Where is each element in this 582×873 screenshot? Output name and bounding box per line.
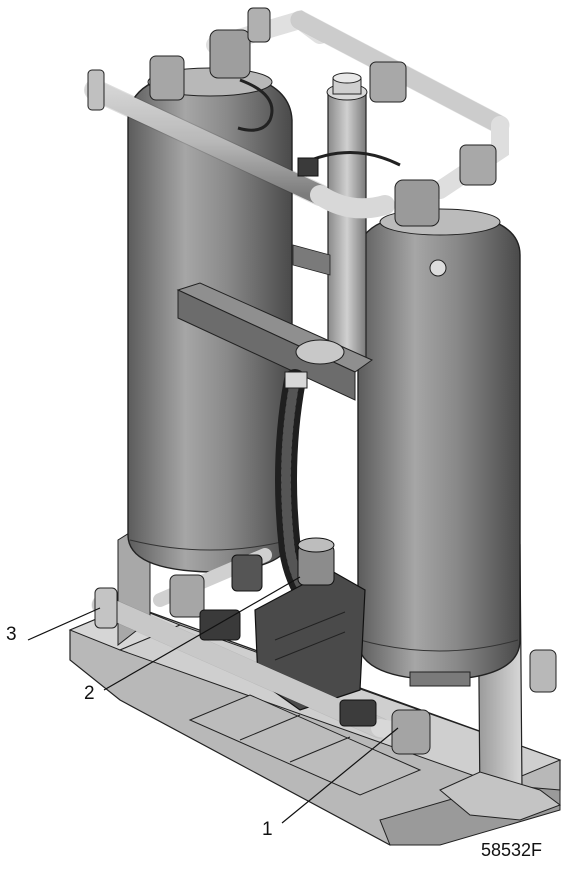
callout-leaders xyxy=(27,576,399,824)
callout-label-1: 1 xyxy=(262,819,273,840)
top-piping xyxy=(84,7,510,227)
bottom-piping xyxy=(91,548,557,755)
central-column xyxy=(326,72,368,361)
callout-label-3: 3 xyxy=(6,624,17,645)
control-cable xyxy=(237,78,401,177)
right-vessel xyxy=(357,208,521,687)
leader-line-1 xyxy=(281,727,399,824)
figure-id-label: 58532F xyxy=(481,840,543,860)
leader-line-3 xyxy=(27,607,101,641)
hose-connector xyxy=(295,339,345,365)
leader-line-2 xyxy=(103,576,301,691)
callout-label-2: 2 xyxy=(84,683,95,704)
